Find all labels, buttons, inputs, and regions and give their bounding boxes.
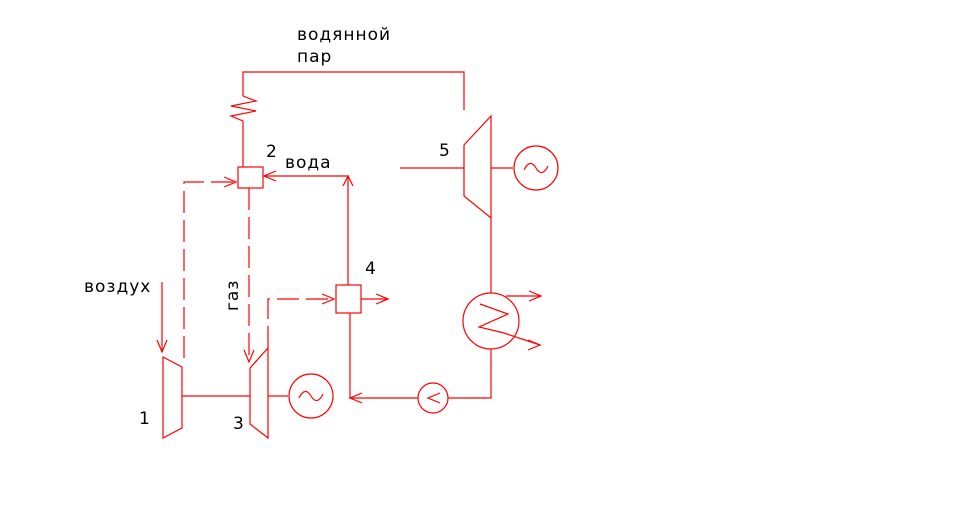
compressor xyxy=(162,356,183,439)
steam-label-line1: водянной xyxy=(297,25,391,45)
generator-icon xyxy=(288,373,334,419)
air-label: воздух xyxy=(84,277,151,297)
label-compressor-number: 1 xyxy=(139,409,150,429)
combustor xyxy=(237,166,264,189)
gas-turbine xyxy=(249,346,288,440)
steam-turbine xyxy=(400,114,513,220)
generator-icon-steam xyxy=(513,145,559,191)
water-label: вода xyxy=(285,153,332,173)
condenser-icon xyxy=(462,290,543,351)
gas-label: газ xyxy=(223,280,243,311)
label-heat-exchanger-number: 4 xyxy=(365,259,376,279)
label-steam-turbine-number: 5 xyxy=(439,141,450,161)
steam-line xyxy=(242,71,465,110)
exhaust-gas-line xyxy=(267,293,336,348)
label-gas-turbine-number: 3 xyxy=(233,414,244,434)
steam-label-line2: пар xyxy=(297,47,332,67)
pump-icon xyxy=(417,382,449,414)
condensate-line xyxy=(348,313,492,404)
air-intake-arrow xyxy=(156,282,168,354)
gas-to-turbine-line xyxy=(243,188,255,364)
heat-exchanger xyxy=(335,284,390,314)
air-to-combustor-line xyxy=(183,176,238,358)
superheater-coil-icon xyxy=(228,95,259,167)
label-combustor-number: 2 xyxy=(266,142,277,162)
water-line xyxy=(262,170,354,285)
